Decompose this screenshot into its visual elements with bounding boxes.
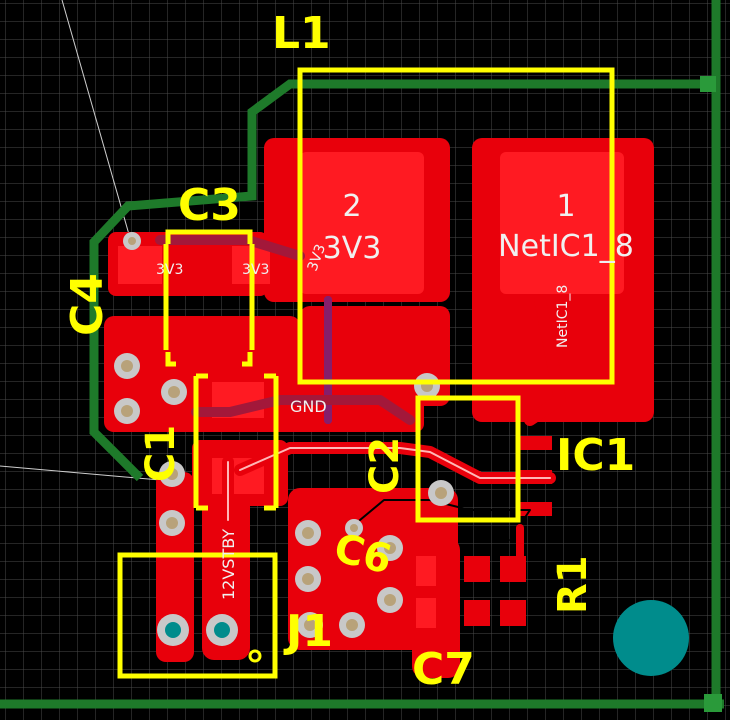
designator-l1: L1 xyxy=(272,8,331,59)
c7-pad xyxy=(416,556,436,586)
net-label-gnd: GND xyxy=(290,397,327,416)
ic1-pad xyxy=(518,502,552,516)
c3-pad xyxy=(118,246,162,284)
board-outline xyxy=(0,0,724,710)
c1-outline xyxy=(193,373,279,511)
r1-pad xyxy=(464,600,490,626)
designator-c7: C7 xyxy=(412,644,475,695)
silkscreen-layer xyxy=(117,67,615,679)
j1-pin-icon[interactable] xyxy=(157,614,238,646)
ic1-pad xyxy=(518,436,552,450)
mounting-hole-icon xyxy=(613,600,689,676)
designator-c3: C3 xyxy=(178,180,241,231)
traces xyxy=(155,235,566,564)
net-label-c3-right: 3V3 xyxy=(242,262,269,278)
designators: L1 C3 C4 C1 C2 IC1 C6 J1 C7 R1 xyxy=(62,8,635,695)
designator-ic1: IC1 xyxy=(556,430,635,481)
l1-pad-1 xyxy=(500,152,624,294)
j1-outline xyxy=(117,552,278,679)
via-icon[interactable] xyxy=(114,232,454,638)
l1-pad1-net: NetIC1_8 xyxy=(498,229,634,264)
ratsnest-line xyxy=(61,0,131,239)
c7-pad xyxy=(416,598,436,628)
l1-pad2-net: 3V3 xyxy=(323,231,382,266)
net-label-12vstby: 12VSTBY xyxy=(219,529,238,600)
l1-outline xyxy=(297,67,615,385)
designator-c2: C2 xyxy=(362,437,408,494)
designator-j1: J1 xyxy=(283,606,333,657)
designator-r1: R1 xyxy=(550,555,596,614)
pin1-marker-icon xyxy=(248,649,262,663)
net-label-pad1-vertical: NetIC1_8 xyxy=(555,285,571,348)
l1-pad2-number: 2 xyxy=(342,189,361,224)
board-outline-corner xyxy=(704,694,722,712)
r1-pad xyxy=(464,556,490,582)
l1-pad1-number: 1 xyxy=(556,189,575,224)
l1-pad-2 xyxy=(300,152,424,294)
designator-c1: C1 xyxy=(138,425,184,482)
r1-pad xyxy=(500,600,526,626)
net-label-c3-left: 3V3 xyxy=(156,262,183,278)
c3-outline xyxy=(165,229,253,367)
ic1-outline xyxy=(415,395,521,523)
board-outline-corner xyxy=(700,76,716,92)
designator-c4: C4 xyxy=(62,273,113,336)
